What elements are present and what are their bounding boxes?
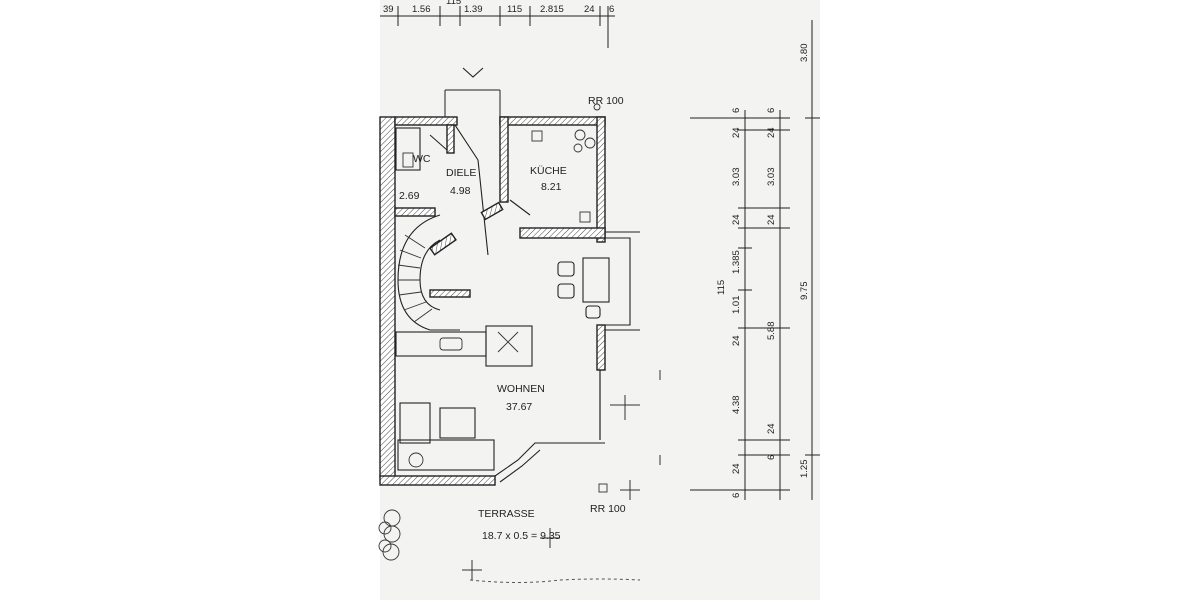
top-dim-5: 115 xyxy=(507,4,522,15)
wall-kitchen-left xyxy=(499,116,509,203)
room-label-terrasse: TERRASSE xyxy=(478,508,535,520)
kitchen-sink xyxy=(579,211,591,223)
room-label-kueche: KÜCHE xyxy=(530,165,567,177)
bay-window-lower xyxy=(494,442,605,477)
top-dim-6: 2.815 xyxy=(540,4,564,15)
svg-text:6: 6 xyxy=(731,493,742,498)
svg-text:24: 24 xyxy=(766,214,777,225)
wall-kitchen-bottom xyxy=(519,227,606,239)
marker-rr-top: RR 100 xyxy=(588,95,624,107)
top-dim-1: 39 xyxy=(383,4,394,15)
right-dims-col1: 6 24 3.03 24 1.385 1.01 24 4.38 24 6 xyxy=(731,108,742,498)
top-dim-3: 115 xyxy=(446,0,461,7)
wc-toilet xyxy=(402,152,414,168)
svg-text:24: 24 xyxy=(731,214,742,225)
room-area-terrasse: 18.7 x 0.5 = 9.35 xyxy=(482,530,561,542)
coffee-table xyxy=(439,407,476,439)
wc-door-swing xyxy=(429,134,448,151)
hob-burner-icon xyxy=(574,129,586,141)
bay-window xyxy=(605,237,631,326)
svg-text:24: 24 xyxy=(731,127,742,138)
right-dims-col3: 3.80 9.75 1.25 xyxy=(799,44,810,479)
drawing-sheet xyxy=(380,0,820,600)
top-dimension-line: 39 1.56 115 1.39 115 2.815 24 6 xyxy=(380,0,615,48)
wall-right-kitchen xyxy=(596,116,606,243)
svg-text:5.88: 5.88 xyxy=(766,322,777,341)
svg-text:6: 6 xyxy=(766,455,777,460)
dining-table xyxy=(557,257,610,319)
hob-burner-icon xyxy=(584,137,596,149)
top-dim-4: 1.39 xyxy=(464,4,483,15)
top-dim-8: 6 xyxy=(609,4,614,15)
kitchen-cabinet xyxy=(531,130,543,142)
svg-text:3.80: 3.80 xyxy=(799,44,810,63)
wc-shower xyxy=(395,127,421,171)
counter-sink xyxy=(439,337,463,351)
door-kitchen xyxy=(509,199,531,216)
room-area-wc: 2.69 xyxy=(399,190,420,202)
room-area-kueche: 8.21 xyxy=(541,181,562,193)
svg-text:24: 24 xyxy=(766,127,777,138)
wall-wc-bottom xyxy=(394,207,436,217)
svg-text:3.03: 3.03 xyxy=(731,168,742,187)
downpipe-icon xyxy=(593,103,601,111)
lamp-icon xyxy=(408,452,424,468)
cooker xyxy=(485,325,533,367)
svg-text:24: 24 xyxy=(731,335,742,346)
wall-top-kitchen xyxy=(499,116,606,126)
door-diele xyxy=(454,124,479,161)
bay-window-lower-outer xyxy=(499,449,541,483)
svg-text:9.75: 9.75 xyxy=(799,282,810,301)
terrace-edge xyxy=(469,578,641,583)
staircase xyxy=(397,214,471,331)
svg-text:24: 24 xyxy=(766,423,777,434)
svg-text:1.385: 1.385 xyxy=(731,250,742,274)
entrance-arrow-icon xyxy=(462,67,484,78)
wall-stub-diele xyxy=(480,201,504,221)
room-label-wohnen: WOHNEN xyxy=(497,383,545,395)
svg-text:6: 6 xyxy=(731,108,742,113)
wall-top-wc xyxy=(394,116,458,126)
door-swing-diele xyxy=(477,159,489,256)
counter xyxy=(395,331,487,357)
room-area-wohnen: 37.67 xyxy=(506,401,532,413)
hob-burner-icon xyxy=(573,143,583,153)
shrubs xyxy=(378,509,401,561)
right-dims-col2: 6 24 3.03 24 115 5.88 24 6 xyxy=(716,108,777,460)
room-area-diele: 4.98 xyxy=(450,185,471,197)
party-wall-left xyxy=(379,116,396,478)
svg-text:24: 24 xyxy=(731,463,742,474)
top-dim-2: 1.56 xyxy=(412,4,431,15)
sofa xyxy=(397,402,495,471)
wall-right-living xyxy=(596,324,606,371)
svg-text:1.01: 1.01 xyxy=(731,296,742,315)
svg-text:1.25: 1.25 xyxy=(799,460,810,479)
svg-text:4.38: 4.38 xyxy=(731,396,742,415)
svg-text:3.03: 3.03 xyxy=(766,168,777,187)
marker-rr-bottom: RR 100 xyxy=(590,503,626,515)
svg-text:115: 115 xyxy=(716,280,727,295)
wall-bottom xyxy=(379,475,496,486)
top-dim-7: 24 xyxy=(584,4,595,15)
room-label-diele: DIELE xyxy=(446,167,476,179)
drain-icon xyxy=(598,483,608,493)
room-label-wc: WC xyxy=(413,153,431,165)
right-dimension-lines xyxy=(690,20,820,500)
wall-wc-right xyxy=(446,124,455,154)
svg-text:6: 6 xyxy=(766,108,777,113)
